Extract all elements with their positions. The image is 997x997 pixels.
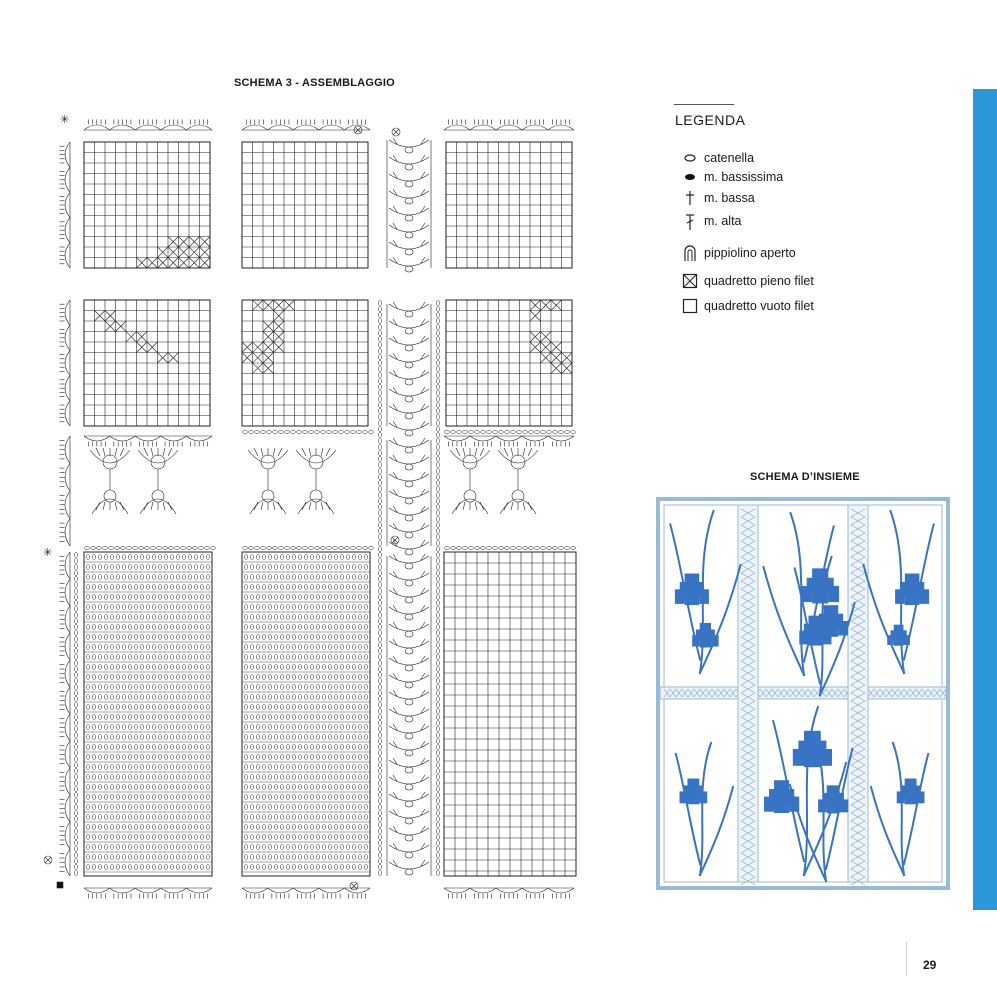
- end-marker-left: [43, 855, 53, 865]
- star-marker-top: ✳: [60, 114, 69, 126]
- page-divider: [906, 942, 907, 976]
- legend-label: catenella: [704, 151, 755, 165]
- scallop-border-top-left: [83, 119, 213, 131]
- braid-column-top: [386, 137, 432, 273]
- iris-motif-top-right: [862, 509, 935, 675]
- iris-motif-bottom-center-a: [763, 705, 848, 877]
- scallop-border-lace-top-left: [83, 435, 213, 447]
- scallop-border-lace-top-right: [443, 435, 575, 447]
- stitch-grid-bottom-left: [83, 551, 213, 877]
- lace-strip-right: [449, 447, 539, 515]
- overview-middle-band: [659, 686, 947, 700]
- legend-title: LEGENDA: [675, 112, 746, 128]
- iris-motif-bottom-right: [869, 741, 930, 877]
- chain-col-center: [378, 300, 382, 876]
- chain-stitch-icon: [682, 148, 698, 168]
- chain-row-left-lower: [84, 546, 216, 550]
- legend-item-filled: quadretto pieno filet: [682, 271, 814, 291]
- braid-column-mid: [386, 301, 432, 437]
- assembly-diagram: ✳✳: [43, 114, 577, 899]
- legend-label: quadretto pieno filet: [704, 274, 814, 288]
- end-marker-bottom: [349, 881, 359, 891]
- legend-label: m. alta: [704, 214, 742, 228]
- overview-title: SCHEMA D’INSIEME: [750, 471, 860, 483]
- chapter-tab: [973, 89, 997, 910]
- filled-filet-square-icon: [682, 271, 698, 291]
- scallop-border-bottom-left: [83, 887, 213, 899]
- chain-row-right-lower: [444, 546, 576, 550]
- star-marker-left: ✳: [43, 547, 52, 559]
- end-square-marker: [56, 881, 64, 889]
- legend-item-picot: pippiolino aperto: [682, 243, 796, 263]
- scallop-border-left-mid: [59, 299, 71, 427]
- stitch-grid-bottom-center: [241, 551, 371, 877]
- lace-strip-left: [89, 447, 179, 515]
- overview-vertical-band-2: [847, 504, 869, 886]
- legend-label: quadretto vuoto filet: [704, 299, 814, 313]
- scallop-border-bottom-center: [241, 887, 371, 899]
- scallop-border-left-lace: [59, 435, 71, 547]
- scallop-border-top-right: [443, 119, 575, 131]
- legend-divider: [674, 104, 734, 105]
- overview-outer-border: [656, 497, 950, 890]
- legend-label: m. bassa: [704, 191, 755, 205]
- legend-item-slip: m. bassissima: [682, 167, 783, 187]
- start-marker-mid: [390, 535, 400, 545]
- lace-strip-center: [247, 447, 337, 515]
- braid-column-bottom: [386, 553, 432, 876]
- filet-grid-mid-right: [445, 299, 573, 427]
- page-number: 29: [923, 958, 937, 972]
- filet-grid-bottom-right: [443, 551, 577, 877]
- double-crochet-icon: [682, 211, 698, 231]
- filet-grid-top-center: [241, 141, 369, 269]
- chain-row-center-lower: [242, 546, 374, 550]
- legend-label: pippiolino aperto: [704, 246, 796, 260]
- chain-row-center: [242, 430, 374, 434]
- legend-item-double: m. alta: [682, 211, 742, 231]
- overview-vertical-band-1: [737, 504, 759, 886]
- filet-grid-mid-center: [241, 299, 369, 427]
- iris-motif-top-left: [669, 509, 742, 675]
- chain-col-left: [74, 552, 78, 876]
- iris-motif-top-center-b: [793, 555, 856, 697]
- overview-diagram: [656, 497, 950, 890]
- open-picot-icon: [682, 243, 698, 263]
- braid-column-lace: [386, 437, 432, 556]
- filet-grid-mid-left: [83, 299, 211, 427]
- iris-motif-bottom-left: [674, 741, 735, 877]
- schema3-title: SCHEMA 3 - ASSEMBLAGGIO: [234, 77, 395, 89]
- legend-item-single: m. bassa: [682, 188, 755, 208]
- scallop-border-left-bottom: [59, 551, 71, 877]
- empty-filet-square-icon: [682, 296, 698, 316]
- scallop-border-top-center: [241, 119, 371, 131]
- start-marker-top-right: [391, 127, 401, 137]
- chain-col-right: [436, 300, 440, 876]
- start-marker-top: [353, 125, 363, 135]
- iris-motif-top-center-a: [762, 511, 849, 677]
- iris-motif-bottom-center-b: [788, 735, 854, 883]
- legend-item-empty: quadretto vuoto filet: [682, 296, 814, 316]
- filet-grid-top-right: [445, 141, 573, 269]
- scallop-border-left-top: [59, 141, 71, 269]
- filet-grid-top-left: [83, 141, 211, 269]
- scallop-border-bottom-right: [443, 887, 575, 899]
- chain-row-right: [444, 430, 576, 434]
- legend-label: m. bassissima: [704, 170, 784, 184]
- slip-stitch-icon: [682, 167, 698, 187]
- single-crochet-icon: [682, 188, 698, 208]
- legend-item-chain: catenella: [682, 148, 754, 168]
